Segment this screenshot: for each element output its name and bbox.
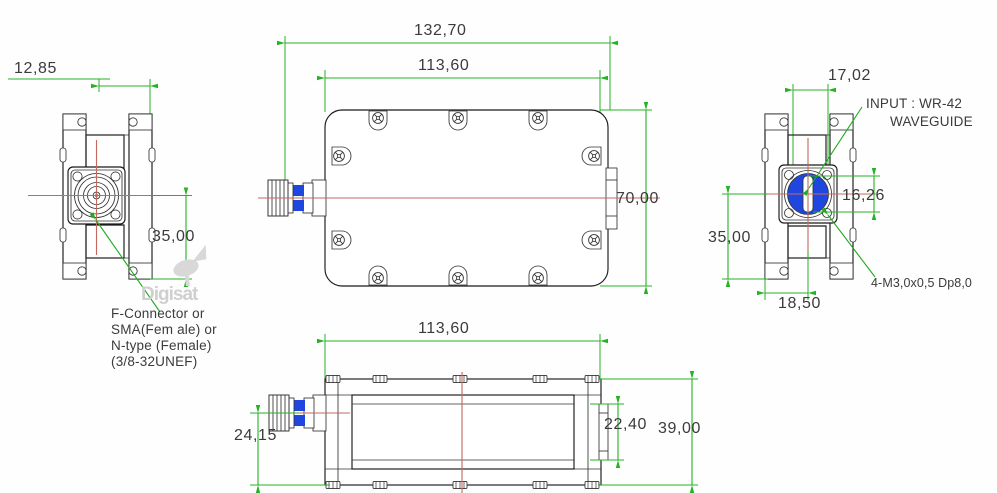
edge-screw <box>372 374 388 384</box>
lid-screw <box>528 110 548 131</box>
dimension-label: 18,50 <box>778 295 821 312</box>
edge-screw <box>532 374 548 384</box>
edge-screw <box>584 480 600 490</box>
dimension-label: 24,15 <box>234 427 277 444</box>
dimension-label: 17,02 <box>828 67 871 84</box>
top-view-geometry <box>258 109 660 287</box>
edge-screw <box>325 374 341 384</box>
note-m3-thread: 4-M3,0x0,5 Dp8,0 <box>821 207 972 290</box>
dimension-113-60-front: 113,60 <box>317 320 608 382</box>
dimension-label: 22,40 <box>604 416 647 433</box>
watermark-label: Digisat <box>141 284 199 305</box>
dimension-39-00: 39,00 <box>598 371 701 493</box>
lid-screw <box>331 146 352 166</box>
edge-screw <box>452 480 468 490</box>
note-input-waveguide: INPUT : WR-42 WAVEGUIDE <box>802 96 973 196</box>
note-line: WAVEGUIDE <box>890 114 973 129</box>
dimension-label: 132,70 <box>414 22 467 39</box>
dimension-label: 113,60 <box>418 57 469 74</box>
note-connector-type: F-Connector or SMA(Fem ale) or N-type (F… <box>89 212 217 369</box>
dimension-label: 70,00 <box>616 190 659 207</box>
dimension-16-26: 16,26 <box>808 168 885 220</box>
edge-screw <box>372 480 388 490</box>
digisat-watermark: Digisat <box>141 244 207 305</box>
lid-screw <box>368 110 388 131</box>
dimension-35-00-left: 35,00 <box>150 187 195 287</box>
note-line: (3/8-32UNEF) <box>111 354 197 369</box>
edge-screw <box>584 374 600 384</box>
note-line: INPUT : WR-42 <box>866 96 962 111</box>
dimension-label: 12,85 <box>14 60 57 77</box>
dimension-35-00-right: 35,00 <box>708 186 768 287</box>
view-right-input-end: 17,02 <box>708 67 973 312</box>
dimension-label: 35,00 <box>152 228 195 245</box>
view-top: 132,70 113,60 <box>258 22 660 294</box>
lid-screw <box>331 230 352 250</box>
left-view-geometry <box>28 113 176 280</box>
view-front-elevation: 113,60 <box>234 320 701 493</box>
dimension-70-00: 70,00 <box>600 102 659 294</box>
edge-screw <box>452 374 468 384</box>
lid-screw <box>448 110 468 131</box>
dimension-22-40: 22,40 <box>590 396 647 468</box>
dimension-label: 16,26 <box>842 187 885 204</box>
front-view-geometry <box>258 372 609 493</box>
dimension-label: 35,00 <box>708 229 751 246</box>
dimension-17-02: 17,02 <box>785 67 871 176</box>
dimension-18-50: 18,50 <box>757 252 821 312</box>
view-left-output-end: 12,85 <box>8 60 217 369</box>
note-line: F-Connector or <box>111 306 205 321</box>
note-line: SMA(Fem ale) or <box>111 322 217 337</box>
note-line: N-type (Female) <box>111 338 212 353</box>
dimension-24-15: 24,15 <box>234 405 330 493</box>
edge-screw <box>532 480 548 490</box>
dimension-132-70: 132,70 <box>277 22 618 186</box>
note-line: 4-M3,0x0,5 Dp8,0 <box>871 276 972 290</box>
dimension-113-60-top: 113,60 <box>317 57 608 112</box>
dimension-label: 113,60 <box>418 320 469 337</box>
dimension-label: 39,00 <box>658 420 701 437</box>
